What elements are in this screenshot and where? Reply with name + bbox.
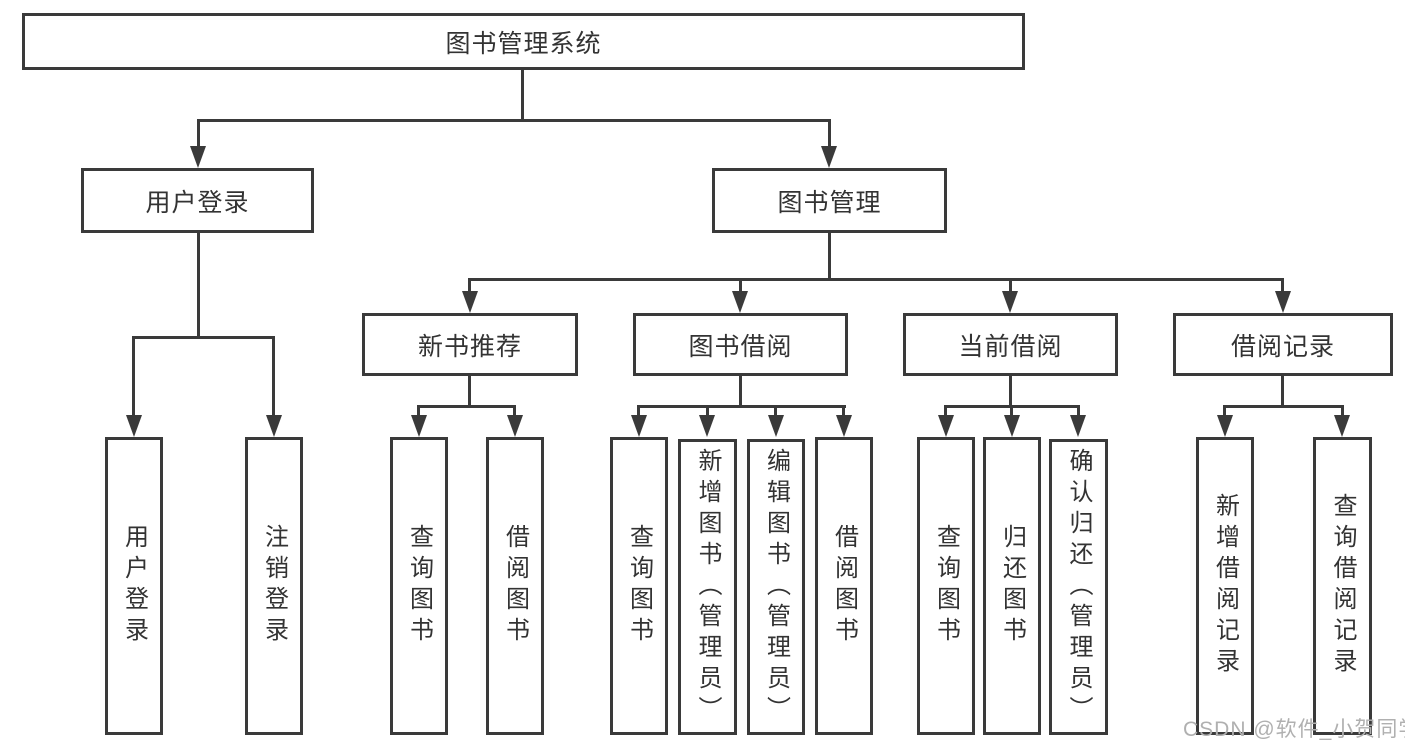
connector-line: [637, 405, 846, 408]
arrowhead: [1002, 291, 1018, 313]
leaf-user-login: 用户登录: [105, 437, 163, 735]
node-user-login: 用户登录: [81, 168, 314, 233]
arrowhead: [1334, 415, 1350, 437]
leaf-query-books-current-label: 查询图书: [932, 524, 960, 648]
leaf-logout-label: 注销登录: [260, 524, 288, 648]
node-root: 图书管理系统: [22, 13, 1025, 70]
leaf-confirm-return-admin: 确认归还（管理员）: [1049, 439, 1108, 735]
connector-line: [944, 405, 1080, 408]
connector-line: [828, 121, 831, 148]
connector-line: [132, 336, 275, 339]
arrowhead: [1275, 291, 1291, 313]
node-new-book-recommend: 新书推荐: [362, 313, 578, 376]
arrowhead: [1070, 415, 1086, 437]
arrowhead: [411, 415, 427, 437]
connector-line: [513, 407, 516, 416]
leaf-query-books-borrow-label: 查询图书: [625, 524, 653, 648]
connector-line: [1009, 376, 1012, 407]
leaf-borrow-books: 借阅图书: [815, 437, 873, 735]
leaf-query-books-borrow: 查询图书: [610, 437, 668, 735]
arrowhead: [631, 415, 647, 437]
arrowhead: [1004, 415, 1020, 437]
node-borrow-records: 借阅记录: [1173, 313, 1393, 376]
leaf-add-borrow-record: 新增借阅记录: [1196, 437, 1254, 735]
leaf-confirm-return-admin-label: 确认归还（管理员）: [1065, 447, 1092, 727]
arrowhead: [507, 415, 523, 437]
arrowhead: [836, 415, 852, 437]
node-borrow-records-label: 借阅记录: [1230, 332, 1335, 361]
csdn-watermark: CSDN @软件_小贺同学: [1183, 718, 1405, 741]
leaf-query-books-current: 查询图书: [917, 437, 975, 735]
leaf-user-login-label: 用户登录: [120, 524, 148, 648]
leaf-logout: 注销登录: [245, 437, 303, 735]
connector-line: [1223, 405, 1344, 408]
leaf-edit-books-admin-label: 编辑图书（管理员）: [762, 447, 790, 727]
leaf-return-books: 归还图书: [983, 437, 1041, 735]
arrowhead: [938, 415, 954, 437]
connector-line: [1223, 407, 1226, 416]
connector-line: [417, 405, 516, 408]
node-current-borrow-label: 当前借阅: [958, 332, 1063, 361]
connector-line: [468, 376, 471, 407]
node-book-borrow: 图书借阅: [633, 313, 848, 376]
leaf-edit-books-admin: 编辑图书（管理员）: [747, 439, 805, 735]
arrowhead: [462, 291, 478, 313]
connector-line: [944, 407, 947, 416]
leaf-return-books-label: 归还图书: [998, 524, 1026, 648]
connector-line: [521, 69, 524, 121]
arrowhead: [190, 146, 206, 168]
node-book-management: 图书管理: [712, 168, 947, 233]
leaf-query-borrow-record: 查询借阅记录: [1313, 437, 1372, 735]
connector-line: [706, 407, 709, 416]
node-user-login-label: 用户登录: [145, 188, 250, 217]
connector-line: [739, 280, 742, 292]
connector-line: [197, 121, 200, 148]
connector-line: [1341, 407, 1344, 416]
leaf-query-borrow-record-label: 查询借阅记录: [1329, 493, 1356, 679]
node-root-label: 图书管理系统: [445, 29, 602, 58]
leaf-borrow-books-label: 借阅图书: [830, 524, 858, 648]
arrowhead: [266, 415, 282, 437]
connector-line: [468, 280, 471, 292]
arrowhead: [699, 415, 715, 437]
connector-line: [828, 232, 831, 280]
node-new-book-recommend-label: 新书推荐: [417, 332, 522, 361]
arrowhead: [821, 146, 837, 168]
connector-line: [1010, 407, 1013, 416]
connector-line: [637, 407, 640, 416]
leaf-borrow-books-recommend-label: 借阅图书: [501, 524, 529, 648]
connector-line: [1009, 280, 1012, 292]
connector-line: [197, 119, 831, 122]
connector-line: [774, 407, 777, 416]
leaf-add-books-admin-label: 新增图书（管理员）: [694, 447, 721, 727]
connector-line: [468, 278, 1284, 281]
node-book-borrow-label: 图书借阅: [688, 332, 793, 361]
connector-line: [197, 232, 200, 338]
connector-line: [1281, 280, 1284, 292]
leaf-add-borrow-record-label: 新增借阅记录: [1211, 493, 1239, 679]
leaf-add-books-admin: 新增图书（管理员）: [678, 439, 737, 735]
leaf-query-books-recommend: 查询图书: [390, 437, 448, 735]
arrowhead: [732, 291, 748, 313]
leaf-borrow-books-recommend: 借阅图书: [486, 437, 544, 735]
arrowhead: [768, 415, 784, 437]
arrowhead: [1217, 415, 1233, 437]
connector-line: [1077, 407, 1080, 416]
leaf-query-books-recommend-label: 查询图书: [405, 524, 433, 648]
connector-line: [842, 407, 845, 416]
connector-line: [739, 376, 742, 407]
node-current-borrow: 当前借阅: [903, 313, 1118, 376]
connector-line: [272, 338, 275, 415]
arrowhead: [126, 415, 142, 437]
node-book-management-label: 图书管理: [777, 188, 882, 217]
connector-line: [1281, 376, 1284, 407]
connector-line: [417, 407, 420, 416]
connector-line: [132, 338, 135, 415]
